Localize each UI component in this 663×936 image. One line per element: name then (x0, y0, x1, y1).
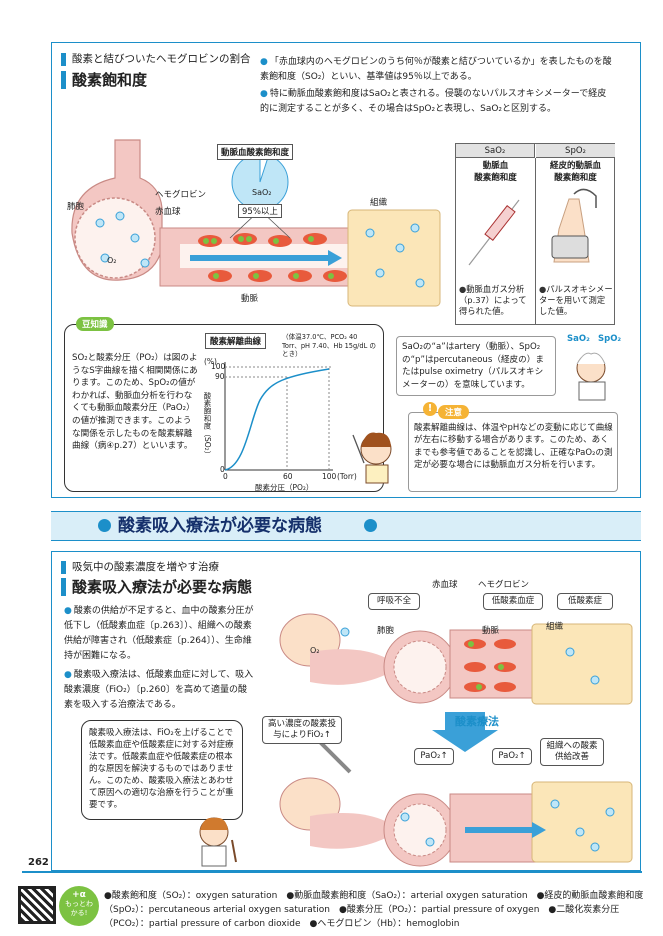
o2-label: O₂ (107, 256, 117, 265)
curve-ylabel: 酸素飽和度（SO₂） (203, 392, 212, 459)
curve-yunit: (%) (204, 357, 217, 366)
dyspnea-callout: 呼吸不全 (368, 593, 420, 610)
curve-xlabel: 酸素分圧（PO₂） (255, 483, 314, 492)
hemoglobin-label: ヘモグロビン (155, 190, 207, 200)
banner-dot-left (98, 519, 111, 532)
lung-label: 肺胞 (67, 202, 85, 212)
footer-terms: ●酸素飽和度（SO₂）：oxygen saturation ●動脈血酸素飽和度（… (104, 891, 644, 929)
s2-o2-label: O₂ (310, 646, 320, 655)
ytick-100: 100 (211, 362, 226, 371)
curve-note: （体温37.0℃、PCO₂ 40 Torr、pH 7.40、Hb 15g/dL … (282, 333, 376, 358)
section1-title: 酸素飽和度 (61, 71, 147, 89)
section2-bullet-2: ●酸素吸入療法は、低酸素血症に対して、吸入酸素濃度（FiO₂）〔p.260〕を高… (64, 670, 254, 710)
s2-rbc-label: 赤血球 (432, 580, 458, 590)
badge-bottom: もっとわかる! (65, 900, 93, 917)
table-col2-note: ●パルスオキシメーターを用いて測定した値。 (539, 284, 613, 316)
aside-sao2: SaO₂ (567, 334, 590, 344)
rbc-label: 赤血球 (155, 207, 181, 217)
pie-value: 95%以上 (238, 204, 282, 218)
s2-hb-label: ヘモグロビン (478, 580, 530, 590)
banner-title: 酸素吸入療法が必要な病態 (118, 516, 322, 536)
section1-bullet-2: ●特に動脈血酸素飽和度はSaO₂と表される。侵襲のないパルスオキシメーターで経皮… (260, 89, 607, 114)
oxygen-saturation-diagram (71, 139, 441, 307)
nurse-character-icon (352, 432, 392, 484)
pulse-oximeter-icon (551, 188, 597, 263)
s2-artery-label: 動脈 (482, 626, 500, 636)
therapy-label: 酸素療法 (455, 715, 499, 728)
table-col2-sub: 経皮的動脈血 酸素飽和度 (549, 161, 601, 183)
section1-label: 酸素と結びついたヘモグロビンの割合 (61, 53, 251, 66)
high-fio2-callout: 高い濃度の酸素投与によりFiO₂↑ (262, 716, 342, 744)
hypoxia-callout: 低酸素症 (557, 593, 613, 610)
table-col1-note: ●動脈血ガス分析（p.37）によって得られた値。 (459, 284, 527, 316)
ytick-0: 0 (220, 465, 225, 474)
aside-text: SaO₂の“a”はartery（動脈）、SpO₂の“p”はpercutaneou… (396, 336, 556, 396)
doctor-character-icon (576, 352, 606, 401)
section2-note: 酸素吸入療法は、FiO₂を上げることで低酸素血症や低酸素症に対する対症療法です。… (81, 720, 243, 820)
tissue-label: 組織 (370, 198, 388, 208)
curve-xunit: (Torr) (337, 472, 357, 481)
table-col1-sub: 動脈血 酸素飽和度 (474, 161, 517, 183)
caution-icon: ! (423, 402, 437, 416)
section1-bullet-1: ●「赤血球内のヘモグロビンのうち何％が酸素と結びついているか」を表したものを酸素… (260, 57, 612, 82)
xtick-0: 0 (223, 472, 228, 481)
pie-sao2: SaO₂ (252, 188, 272, 197)
section2-bullet-1: ●酸素の供給が不足すると、血中の酸素分圧が低下し（低酸素血症〔p.263〕）、組… (64, 606, 254, 661)
aside-spo2: SpO₂ (598, 334, 622, 344)
improve-callout: 組織への酸素供給改善 (540, 738, 604, 766)
artery-label: 動脈 (241, 294, 259, 304)
xtick-60: 60 (283, 472, 293, 481)
pao2-callout-1: PaO₂↑ (414, 748, 454, 765)
section2-label: 吸気中の酸素濃度を増やす治療 (61, 561, 219, 574)
mame-chishiki-box (64, 324, 384, 492)
s2-tissue-label: 組織 (546, 622, 564, 632)
qr-code (18, 886, 56, 924)
section2-title: 酸素吸入療法が必要な病態 (61, 578, 252, 596)
page-rule (22, 871, 642, 873)
caution-box (408, 412, 618, 492)
banner-dot-right (364, 519, 377, 532)
hypoxemia-callout: 低酸素血症 (483, 593, 543, 610)
syringe-icon (468, 199, 520, 266)
caution-badge: 注意 (438, 405, 470, 419)
caution-text: 酸素解離曲線は、体温やpHなどの変動に応じて曲線が左右に移動する場合があります。… (414, 423, 613, 470)
nurse2-character-icon (199, 817, 237, 867)
sao2-spo2-table: SaO₂ SpO₂ 動脈血 酸素飽和度 経皮的動脈血 酸素飽和度 ●動脈血ガス分… (455, 143, 615, 325)
badge-top: +α (72, 890, 86, 900)
xtick-100: 100 (322, 472, 337, 481)
mame-text: SO₂と酸素分圧（PO₂）は図のようなS字曲線を描く相関関係にあります。このため… (72, 353, 198, 452)
banner-bar (51, 511, 641, 541)
mame-badge: 豆知識 (76, 317, 114, 331)
pao2-callout-2: PaO₂↑ (492, 748, 532, 765)
plus-alpha-badge: +α もっとわかる! (59, 886, 99, 926)
pie-title: 動脈血酸素飽和度 (217, 144, 294, 160)
s2-lung-label: 肺胞 (377, 626, 395, 636)
ytick-90: 90 (215, 372, 225, 381)
oxygen-dissociation-curve (224, 362, 333, 471)
curve-title: 酸素解離曲線 (205, 333, 267, 349)
table-col2-head: SpO₂ (536, 144, 615, 158)
table-col1-head: SaO₂ (456, 144, 535, 158)
page-number: 262 (28, 857, 49, 868)
